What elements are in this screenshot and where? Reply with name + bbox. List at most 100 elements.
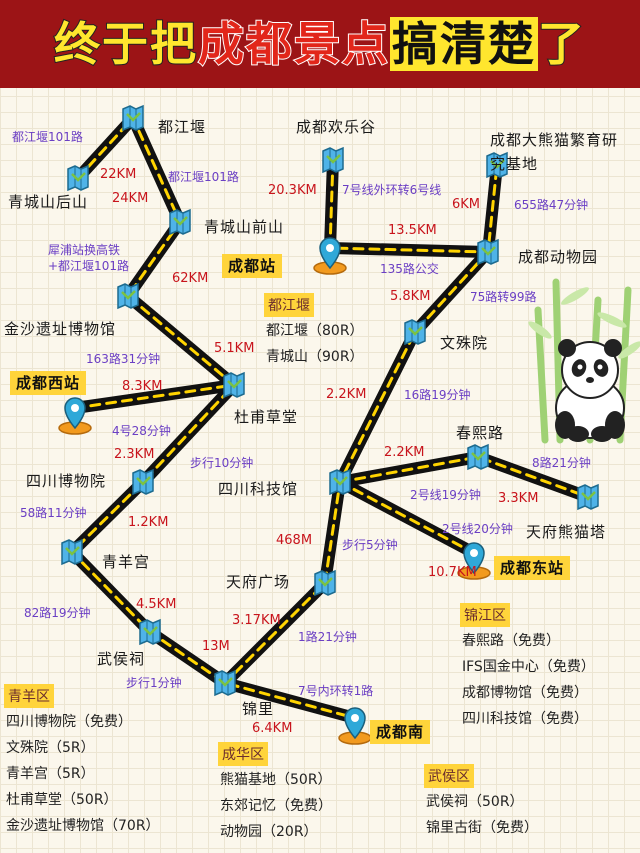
route-label: 犀浦站换高铁+都江堰101路: [48, 243, 129, 273]
map-icon: [131, 468, 155, 496]
box-dujiangyan-title: 都江堰: [264, 293, 314, 317]
map-icon: [121, 104, 145, 132]
box-chenghua-list: 熊猫基地（50R） 东郊记忆（免费） 动物园（20R）: [220, 767, 332, 845]
route-label: 82路19分钟: [24, 606, 91, 620]
route-label: 4号28分钟: [112, 424, 171, 438]
route-label: 步行1分钟: [126, 676, 182, 690]
list-item: 动物园（20R）: [220, 824, 318, 840]
title-part-1: 终于把: [53, 16, 198, 72]
panda-icon: [555, 339, 625, 442]
list-item: 四川科技馆（免费）: [462, 711, 588, 727]
distance-label: 10.7KM: [428, 565, 477, 580]
distance-label: 5.1KM: [214, 341, 255, 356]
road-east-station-dash: [338, 480, 476, 555]
box-jinjiang-title: 锦江区: [460, 603, 510, 627]
route-label: 7号线外环转6号线: [342, 183, 442, 197]
list-item: 金沙遗址博物馆（70R）: [6, 818, 160, 834]
map-icon: [60, 538, 84, 566]
box-qingyang-title: 青羊区: [4, 684, 54, 708]
distance-label: 20.3KM: [268, 183, 317, 198]
place-jinli: 锦里: [242, 700, 275, 718]
place-happy-valley: 成都欢乐谷: [296, 118, 377, 136]
box-jinjiang-list: 春熙路（免费） IFS国金中心（免费） 成都博物馆（免费） 四川科技馆（免费）: [462, 628, 595, 732]
road-chunxi-dash: [338, 455, 590, 499]
map-icon: [222, 371, 246, 399]
road-east-network-dash: [328, 158, 499, 254]
place-dujiangyan: 都江堰: [158, 118, 207, 136]
title-part-4: 了: [537, 16, 586, 72]
distance-label: 3.17KM: [232, 613, 281, 628]
distance-label: 8.3KM: [122, 379, 163, 394]
route-label: 655路47分钟: [514, 198, 589, 212]
list-item: 成都博物馆（免费）: [462, 685, 588, 701]
place-wuhou: 武侯祠: [97, 650, 146, 668]
list-item: 都江堰（80R）: [266, 323, 364, 339]
box-qingyang-list: 四川博物院（免费） 文殊院（5R） 青羊宫（5R） 杜甫草堂（50R） 金沙遗址…: [6, 709, 160, 839]
list-item: 杜甫草堂（50R）: [6, 792, 118, 808]
place-tianfu-square: 天府广场: [226, 573, 291, 591]
place-zoo: 成都动物园: [518, 248, 599, 266]
distance-label: 22KM: [100, 167, 137, 182]
box-wuhou-list: 武侯祠（50R） 锦里古街（免费）: [426, 789, 538, 841]
place-panda-base: 成都大熊猫繁育研究基地: [490, 131, 619, 173]
distance-label: 4.5KM: [136, 597, 177, 612]
route-label: 步行5分钟: [342, 538, 398, 552]
station-chengdu: 成都站: [222, 254, 283, 278]
map-icon: [213, 669, 237, 697]
map-icon: [576, 483, 600, 511]
place-sichuan-museum: 四川博物院: [26, 472, 107, 490]
distance-label: 1.2KM: [128, 515, 169, 530]
map-icon: [403, 318, 427, 346]
route-label: 都江堰101路: [168, 170, 239, 184]
list-item: 青城山（90R）: [266, 349, 364, 365]
map-icon: [313, 569, 337, 597]
route-label: 135路公交: [380, 262, 439, 276]
title-part-3: 搞清楚: [390, 17, 538, 71]
list-item: IFS国金中心（免费）: [462, 659, 595, 675]
route-label: 163路31分钟: [86, 352, 161, 366]
place-chunxi: 春熙路: [456, 424, 505, 442]
distance-label: 13.5KM: [388, 223, 437, 238]
list-item: 春熙路（免费）: [462, 633, 560, 649]
map-icon: [168, 208, 192, 236]
distance-label: 2.2KM: [326, 387, 367, 402]
place-qingcheng-front: 青城山前山: [204, 218, 285, 236]
list-item: 东郊记忆（免费）: [220, 798, 332, 814]
distance-label: 6KM: [452, 197, 481, 212]
route-label: 2号线20分钟: [442, 522, 513, 536]
list-item: 四川博物院（免费）: [6, 714, 132, 730]
list-item: 武侯祠（50R）: [426, 794, 524, 810]
station-chengdu-west: 成都西站: [10, 371, 87, 395]
distance-label: 468M: [276, 533, 313, 548]
distance-label: 3.3KM: [498, 491, 539, 506]
route-label: 58路11分钟: [20, 506, 87, 520]
place-qingcheng-back: 青城山后山: [8, 193, 89, 211]
route-label: 1路21分钟: [298, 630, 357, 644]
route-label: 16路19分钟: [404, 388, 471, 402]
title-part-2: 成都景点: [197, 16, 390, 72]
route-label: 都江堰101路: [12, 130, 83, 144]
list-item: 文殊院（5R）: [6, 740, 95, 756]
station-chengdu-east: 成都东站: [494, 556, 571, 580]
map-icon: [466, 443, 490, 471]
place-dufu: 杜甫草堂: [234, 408, 299, 426]
list-item: 青羊宫（5R）: [6, 766, 95, 782]
place-jinsha: 金沙遗址博物馆: [4, 320, 117, 338]
place-wenshu: 文殊院: [440, 334, 489, 352]
map-icon: [116, 282, 140, 310]
list-item: 锦里古街（免费）: [426, 820, 538, 836]
distance-label: 62KM: [172, 271, 209, 286]
box-dujiangyan-list: 都江堰（80R） 青城山（90R）: [266, 318, 364, 370]
box-wuhou-title: 武侯区: [424, 764, 474, 788]
route-label: 2号线19分钟: [410, 488, 481, 502]
route-label: 8路21分钟: [532, 456, 591, 470]
distance-label: 2.3KM: [114, 447, 155, 462]
distance-label: 2.2KM: [384, 445, 425, 460]
station-chengdu-south: 成都南: [370, 720, 431, 744]
route-label: 7号内环转1路: [298, 684, 374, 698]
road-west-network-dash: [70, 116, 357, 720]
place-sci-tech: 四川科技馆: [218, 480, 299, 498]
bamboo-leaves-icon: [528, 287, 640, 359]
map-icon: [328, 468, 352, 496]
